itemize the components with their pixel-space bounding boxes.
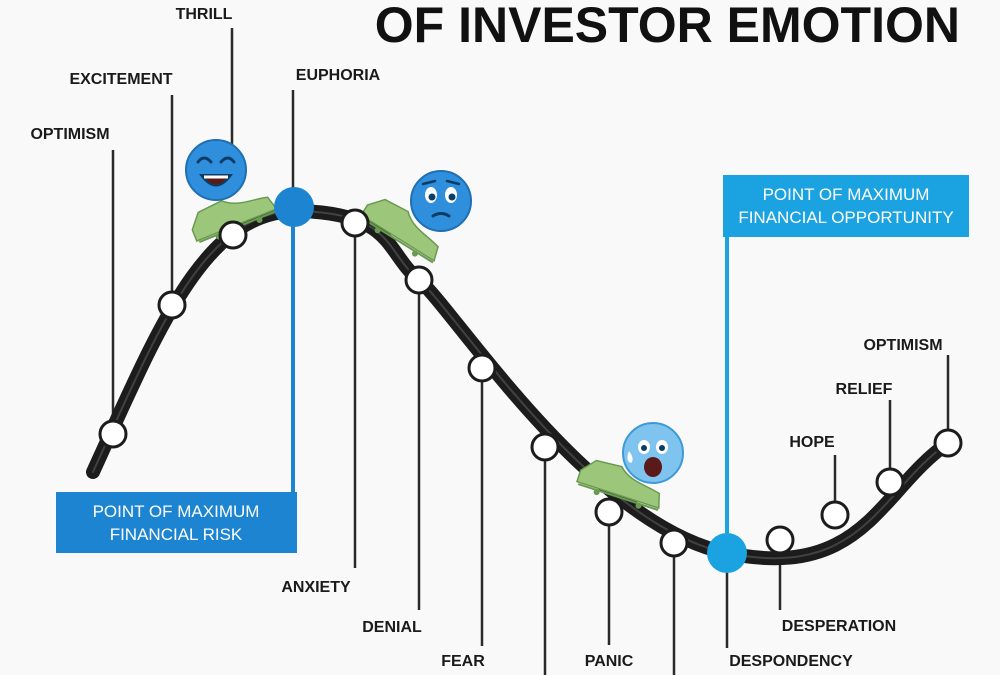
callout-max-risk-box [56,492,297,553]
stage-label-anxiety: ANXIETY [281,579,351,596]
marker-denial [404,265,434,295]
callout-max-opportunity: POINT OF MAXIMUM FINANCIAL OPPORTUNITY [723,175,969,237]
scared-face-icon [622,422,684,484]
stage-label-hope: HOPE [789,434,835,451]
marker-unlabeled-1 [530,432,560,462]
stage-markers [98,208,963,558]
marker-optimism-start [98,419,128,449]
stage-labels: OPTIMISM EXCITEMENT THRILL EUPHORIA ANXI… [30,6,942,670]
callout-max-risk-line2: FINANCIAL RISK [110,525,243,544]
diagram-title: OF INVESTOR EMOTION [375,0,960,53]
callout-max-risk: POINT OF MAXIMUM FINANCIAL RISK [56,492,297,553]
stage-label-panic: PANIC [585,653,634,670]
stage-label-fear: FEAR [441,653,485,670]
marker-desperation [765,525,795,555]
callout-max-opportunity-box [723,175,969,237]
marker-relief [875,467,905,497]
marker-unlabeled-2 [659,528,689,558]
stage-label-optimism-start: OPTIMISM [30,126,109,143]
marker-optimism-end [933,428,963,458]
stage-label-thrill: THRILL [176,6,233,23]
marker-fear [467,353,497,383]
stage-label-excitement: EXCITEMENT [69,71,172,88]
marker-panic [594,497,624,527]
marker-excitement [157,290,187,320]
marker-despondency [707,533,747,573]
laughing-face-icon [185,139,247,201]
worried-face-icon [410,170,472,232]
callout-max-risk-line1: POINT OF MAXIMUM [93,502,260,521]
marker-thrill [218,220,248,250]
marker-euphoria [274,187,314,227]
marker-hope [820,500,850,530]
roller-coaster-car-icon [576,459,661,511]
stage-label-relief: RELIEF [836,381,893,398]
callout-max-opportunity-line2: FINANCIAL OPPORTUNITY [738,208,953,227]
roller-coaster-car-icon [360,198,439,264]
stage-label-despondency: DESPONDENCY [729,653,853,670]
stage-label-optimism-end: OPTIMISM [863,337,942,354]
stage-label-desperation: DESPERATION [782,618,896,635]
stage-label-denial: DENIAL [362,619,422,636]
leader-lines [111,28,950,675]
callout-max-opportunity-line1: POINT OF MAXIMUM [763,185,930,204]
marker-anxiety [340,208,370,238]
stage-label-euphoria: EUPHORIA [296,67,381,84]
